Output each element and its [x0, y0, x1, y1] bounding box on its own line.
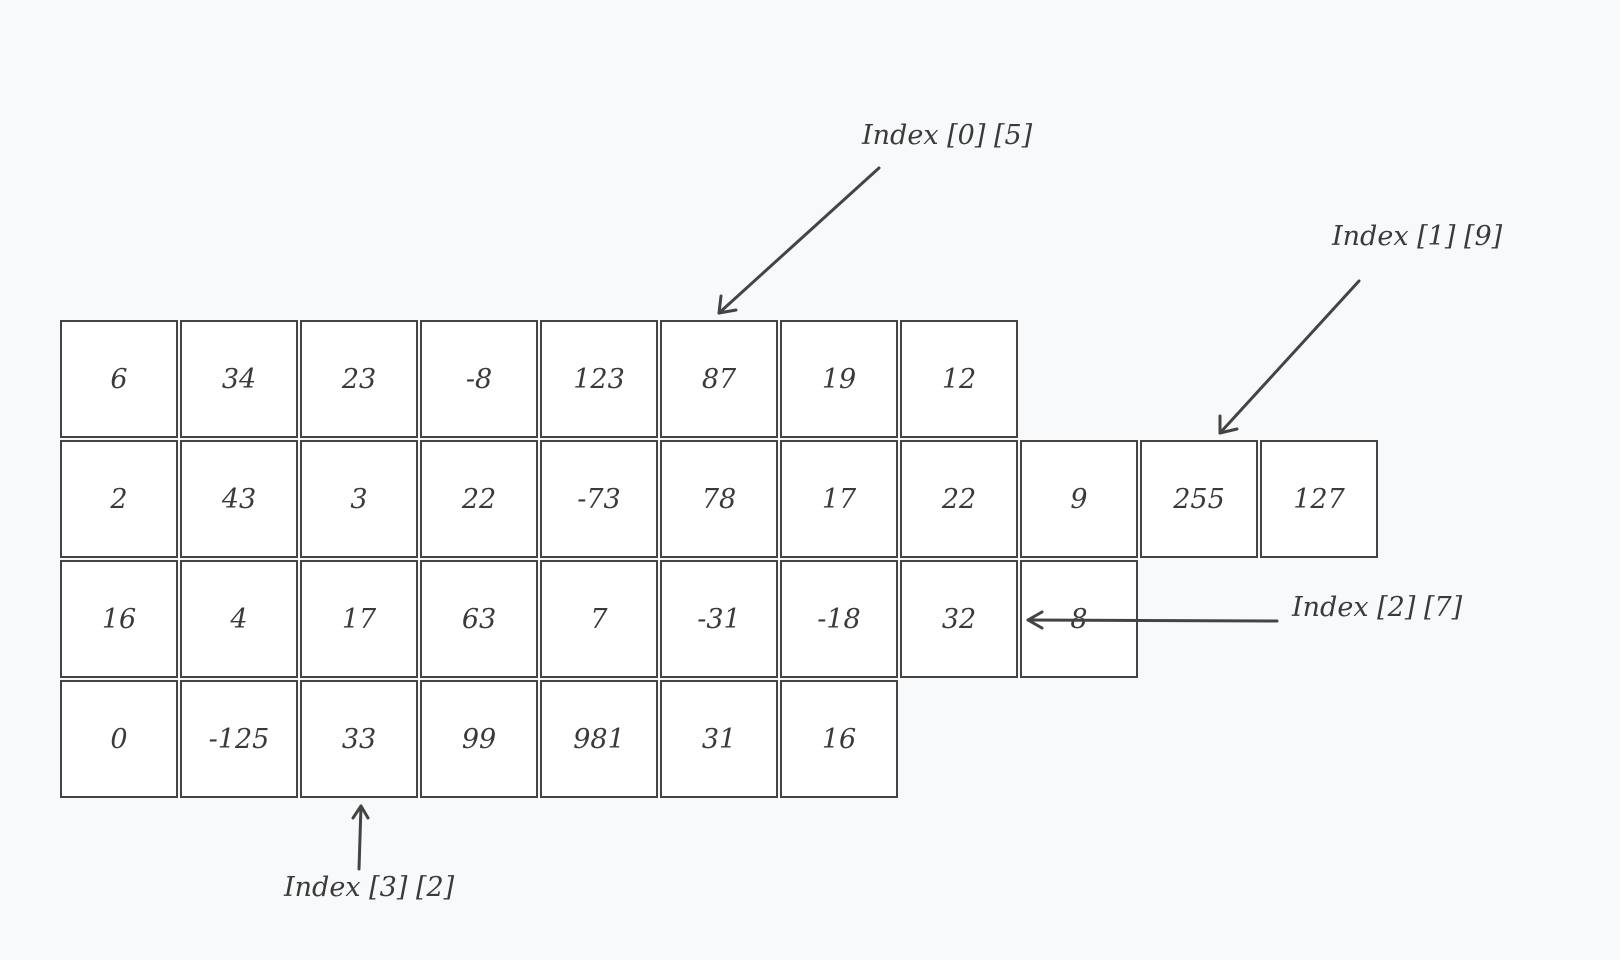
array-cell-0-1: 34	[180, 320, 298, 438]
array-cell-2-2: 17	[300, 560, 418, 678]
arrow-index-1-9	[1218, 279, 1361, 435]
index-label-0-5: Index [0] [5]	[862, 120, 1033, 151]
array-cell-0-6: 19	[780, 320, 898, 438]
array-cell-1-7: 22	[900, 440, 1018, 558]
array-cell-1-9: 255	[1140, 440, 1258, 558]
array-cell-2-7: 32	[900, 560, 1018, 678]
array-cell-3-3: 99	[420, 680, 538, 798]
array-cell-0-4: 123	[540, 320, 658, 438]
arrow-index-3-2	[351, 804, 370, 871]
index-label-3-2: Index [3] [2]	[284, 872, 455, 903]
index-label-2-7: Index [2] [7]	[1292, 592, 1463, 623]
array-cell-1-1: 43	[180, 440, 298, 558]
array-cell-3-6: 16	[780, 680, 898, 798]
array-cell-0-0: 6	[60, 320, 178, 438]
array-cell-2-4: 7	[540, 560, 658, 678]
array-cell-2-6: -18	[780, 560, 898, 678]
array-cell-3-4: 981	[540, 680, 658, 798]
arrow-index-2-7	[1026, 610, 1279, 630]
array-cell-2-5: -31	[660, 560, 778, 678]
array-cell-1-8: 9	[1020, 440, 1138, 558]
array-cell-1-6: 17	[780, 440, 898, 558]
array-cell-0-7: 12	[900, 320, 1018, 438]
array-cell-3-2: 33	[300, 680, 418, 798]
array-cell-1-10: 127	[1260, 440, 1378, 558]
array-cell-2-0: 16	[60, 560, 178, 678]
array-cell-2-1: 4	[180, 560, 298, 678]
array-cell-1-4: -73	[540, 440, 658, 558]
array-cell-0-2: 23	[300, 320, 418, 438]
arrow-index-0-5	[717, 166, 881, 315]
array-cell-1-0: 2	[60, 440, 178, 558]
array-cell-1-3: 22	[420, 440, 538, 558]
index-label-1-9: Index [1] [9]	[1332, 221, 1503, 252]
array-cell-3-0: 0	[60, 680, 178, 798]
array-cell-1-2: 3	[300, 440, 418, 558]
array-cell-3-5: 31	[660, 680, 778, 798]
array-cell-0-3: -8	[420, 320, 538, 438]
array-cell-3-1: -125	[180, 680, 298, 798]
array-cell-1-5: 78	[660, 440, 778, 558]
array-cell-0-5: 87	[660, 320, 778, 438]
array-cell-2-3: 63	[420, 560, 538, 678]
